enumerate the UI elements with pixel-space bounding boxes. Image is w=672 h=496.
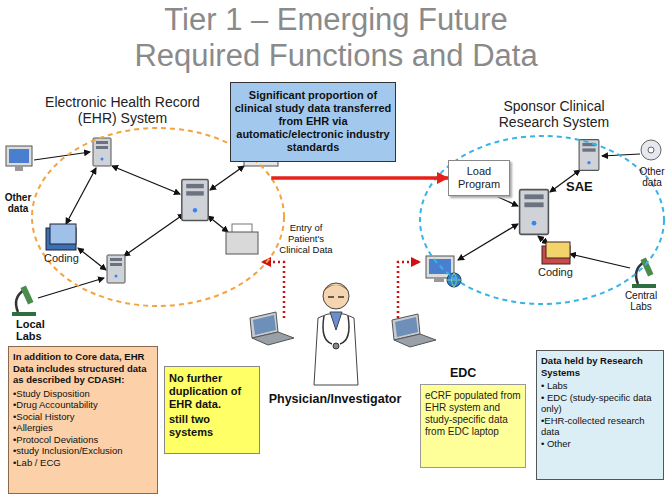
network-wire	[124, 214, 184, 256]
laptop-base	[394, 334, 436, 347]
note-box: Data held by Research Systems • Labs• EDC…	[536, 350, 664, 480]
laptop-base	[252, 332, 294, 345]
server-icon	[93, 138, 111, 166]
stethoscope-head	[333, 343, 339, 349]
dashed-ellipse	[420, 136, 664, 304]
dotted-arrow	[398, 262, 420, 318]
node-text: Data held by Research Systems	[541, 355, 659, 378]
laptop-screen	[395, 317, 418, 337]
dotted-arrow	[262, 262, 284, 318]
icon-label: Other data	[0, 192, 36, 214]
entry-arrows	[262, 262, 420, 318]
node-line: •Allergies	[13, 422, 153, 434]
laptops	[250, 312, 436, 347]
icon-label: Central Labs	[614, 290, 668, 312]
physician-figure	[314, 283, 358, 385]
node-line: still two systems	[169, 413, 255, 439]
network-wire	[570, 254, 630, 268]
network-wires	[34, 152, 640, 298]
microscope-tube	[640, 258, 653, 277]
network-wire	[208, 216, 228, 232]
laptop-screen	[253, 315, 276, 335]
icon-label: Coding	[538, 266, 582, 278]
shirt-collar	[330, 312, 342, 330]
icon-label: Other data	[634, 166, 670, 188]
note-box: No further duplication of EHR data.still…	[164, 366, 260, 454]
network-wire	[112, 166, 180, 194]
server-icon	[182, 179, 208, 220]
book-icon	[546, 242, 570, 258]
microscope-arm	[636, 262, 644, 284]
network-wire	[66, 168, 96, 224]
server-icon	[107, 255, 125, 283]
head	[323, 283, 349, 309]
network-wire	[210, 166, 244, 190]
flow-arrow	[271, 176, 448, 180]
node-line: • EDC (study-specific data only)	[541, 392, 659, 415]
node-line: •Social History	[13, 411, 153, 423]
diagram-title: Tier 1 – Emerging Future Required Functi…	[116, 2, 556, 74]
disc-icon	[641, 140, 661, 160]
icon-label: Local Labs	[16, 318, 56, 342]
node-line: •Lab / ECG	[13, 457, 153, 469]
node-text: eCRF populated from EHR system and study…	[425, 390, 521, 438]
glasses	[328, 296, 344, 298]
hair	[323, 285, 349, 292]
server-icon	[520, 190, 549, 235]
computer-screen	[9, 149, 29, 163]
sponsor-devices	[426, 140, 661, 288]
icon-label: Coding	[44, 252, 88, 264]
microscope-base	[12, 312, 36, 316]
stethoscope	[323, 316, 349, 344]
book-icon	[50, 224, 76, 244]
icon-label: SAE	[566, 180, 606, 194]
network-wire	[458, 224, 518, 260]
microscope-tube	[20, 286, 33, 305]
callout-box: Significant proportion of clinical study…	[230, 82, 396, 162]
node-line: •study Inclusion/Exclusion	[13, 445, 153, 457]
network-wire	[498, 197, 518, 206]
note-box: In addition to Core data, EHR Data inclu…	[8, 346, 158, 494]
printer-icon	[226, 232, 258, 254]
ehr-devices	[6, 138, 278, 316]
node-line: •Protocol Deviations	[13, 434, 153, 446]
computer-stand	[434, 278, 444, 282]
node-text: Significant proportion of clinical study…	[234, 89, 392, 154]
node-line: •Drug Accountability	[13, 399, 153, 411]
node-text: In addition to Core data, EHR Data inclu…	[13, 351, 153, 386]
disc-hole	[648, 147, 654, 153]
figure-label: Physician/Investigator	[250, 392, 420, 406]
node-line: •Study Disposition	[13, 388, 153, 400]
node-text: Load Program	[449, 165, 509, 191]
microscope-arm	[16, 290, 24, 312]
microscope-base	[632, 284, 656, 288]
node-text: No further duplication of EHR data.	[169, 372, 255, 411]
computer-stand	[15, 166, 23, 171]
icon-label: EDC	[450, 366, 490, 380]
white-coat	[314, 313, 358, 385]
node-line: • Other	[541, 438, 659, 450]
node-text: Electronic Health Record (EHR) System	[30, 94, 215, 126]
arrow-label: Entry of Patient's Clinical Data	[274, 222, 338, 255]
note-box: eCRF populated from EHR system and study…	[420, 384, 526, 468]
computer-icon	[6, 146, 32, 166]
node-line: •EHR-collected research data	[541, 415, 659, 438]
network-wire	[78, 248, 106, 270]
process-box: Load Program	[448, 160, 510, 196]
node-line: • Labs	[541, 380, 659, 392]
node-text: Sponsor Clinical Research System	[484, 98, 624, 130]
